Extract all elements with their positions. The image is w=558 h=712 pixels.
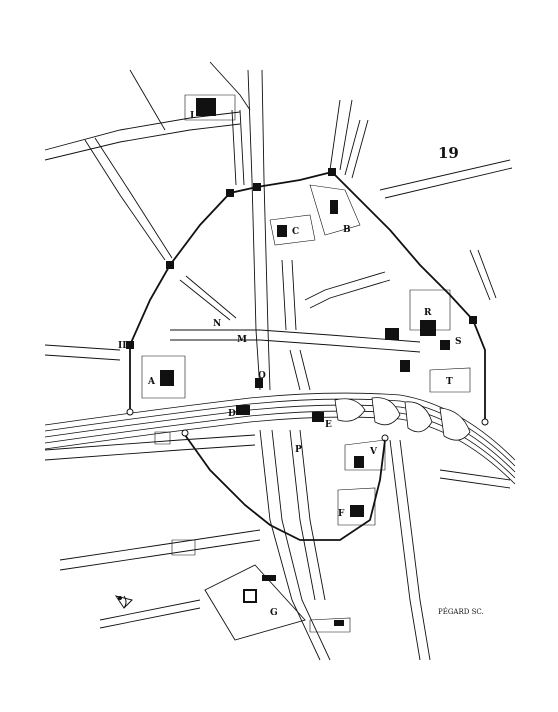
plan-labels: A B C D E F G I II M N O P R S T V	[118, 111, 462, 618]
plate-number: 19	[438, 144, 459, 162]
label-g: G	[270, 608, 278, 618]
buildings	[160, 98, 450, 626]
north-arrow-icon	[114, 595, 133, 609]
label-t: T	[446, 377, 453, 387]
label-s: S	[455, 337, 462, 347]
label-c: C	[292, 227, 299, 237]
wall-towers	[126, 168, 489, 442]
label-m: M	[237, 335, 247, 345]
label-d: D	[228, 409, 236, 419]
lot-boundaries	[141, 94, 471, 641]
label-a: A	[147, 377, 156, 387]
label-r: R	[424, 308, 432, 318]
label-ii: II	[118, 341, 126, 351]
label-n: N	[213, 319, 221, 329]
road-network	[44, 61, 513, 661]
label-v: V	[369, 447, 378, 457]
engraver-signature: PÉGARD SC.	[438, 607, 484, 616]
label-f: F	[338, 509, 345, 519]
label-i: I	[190, 111, 194, 121]
label-b: B	[343, 225, 351, 235]
label-o: O	[258, 371, 266, 381]
river	[44, 392, 516, 485]
label-p: P	[295, 445, 302, 455]
label-e: E	[325, 420, 332, 430]
